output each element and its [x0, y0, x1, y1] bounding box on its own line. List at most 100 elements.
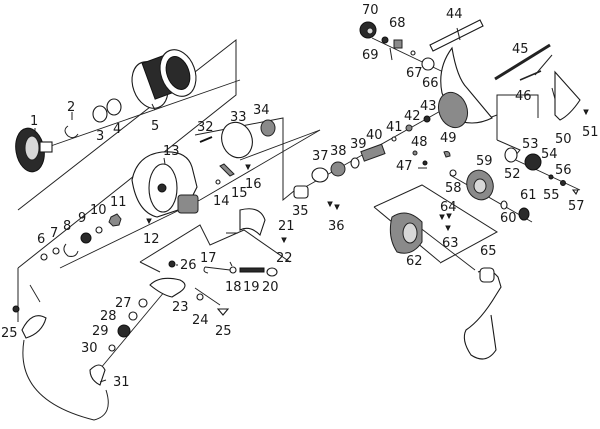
p32-graphic — [199, 136, 213, 143]
body-ring-graphic — [437, 91, 469, 129]
label-14: 14 — [213, 194, 230, 209]
label-56: 56 — [555, 163, 572, 178]
label-13: 13 — [163, 144, 180, 159]
p39-graphic — [350, 157, 360, 169]
label-30: 30 — [81, 341, 98, 356]
label-20: 20 — [262, 280, 279, 295]
label-16: 16 — [245, 177, 262, 192]
p20-graphic — [266, 267, 278, 277]
label-42: 42 — [404, 109, 421, 124]
p43-graphic — [423, 115, 431, 123]
p52-graphic — [504, 147, 518, 163]
p57-graphic — [571, 189, 579, 196]
label-39: 39 — [350, 137, 367, 152]
p66-graphic — [421, 57, 435, 71]
label-48: 48 — [411, 135, 428, 150]
label-69: 69 — [362, 48, 379, 63]
label-52: 52 — [504, 167, 521, 182]
p27-graphic — [138, 298, 148, 308]
p25b-graphic — [216, 308, 230, 316]
p63-graphic — [445, 225, 451, 232]
part-labels: 1 2 3 4 5 6 7 8 9 10 11 12 13 14 15 16 1… — [1, 3, 599, 390]
label-46: 46 — [515, 89, 532, 104]
label-40: 40 — [366, 128, 383, 143]
label-43: 43 — [420, 99, 437, 114]
p31-graphic — [89, 364, 106, 386]
label-58: 58 — [445, 181, 462, 196]
label-25-bail: 25 — [1, 326, 18, 341]
p26-graphic — [168, 260, 176, 268]
p5-graphic — [131, 49, 197, 109]
label-37: 37 — [312, 149, 329, 164]
label-53: 53 — [522, 137, 539, 152]
leader-lines — [34, 27, 556, 383]
p23-graphic — [149, 277, 186, 298]
p47-graphic — [422, 160, 428, 166]
label-44: 44 — [446, 7, 463, 22]
p34-graphic — [260, 119, 276, 137]
p37-graphic — [311, 167, 329, 183]
p14-graphic — [215, 179, 221, 185]
p15-graphic — [219, 163, 235, 177]
p58-graphic — [449, 169, 457, 177]
p21-graphic — [239, 208, 266, 237]
p50-graphic — [554, 70, 581, 121]
label-4: 4 — [113, 122, 121, 137]
label-12: 12 — [143, 232, 160, 247]
p25a-graphic — [21, 315, 47, 339]
p60-graphic — [500, 200, 508, 210]
label-9: 9 — [78, 211, 86, 226]
label-65: 65 — [480, 244, 497, 259]
p22-graphic — [281, 237, 287, 244]
label-6: 6 — [37, 232, 45, 247]
p48-graphic — [412, 150, 418, 156]
label-1: 1 — [30, 114, 38, 129]
p11-graphic — [108, 213, 122, 227]
p24-graphic — [196, 293, 204, 301]
p67-graphic — [410, 50, 416, 56]
label-66: 66 — [422, 76, 439, 91]
label-64: 64 — [440, 200, 457, 215]
label-24: 24 — [192, 313, 209, 328]
p35-graphic — [293, 185, 309, 199]
label-21: 21 — [278, 219, 295, 234]
label-2: 2 — [67, 100, 75, 115]
p25a-screw-graphic — [12, 305, 20, 313]
p40-graphic — [360, 143, 386, 162]
label-28: 28 — [100, 309, 117, 324]
label-10: 10 — [90, 203, 107, 218]
p1-graphic — [15, 127, 53, 173]
p68-graphic — [393, 39, 403, 49]
p19-graphic — [239, 267, 265, 273]
label-55: 55 — [543, 188, 560, 203]
p2-graphic — [64, 125, 79, 139]
label-34: 34 — [253, 103, 270, 118]
label-25-arm: 25 — [215, 324, 232, 339]
p41-graphic — [391, 136, 397, 142]
label-17: 17 — [200, 251, 217, 266]
p38-graphic — [330, 161, 346, 177]
label-63: 63 — [442, 236, 459, 251]
p17-graphic — [203, 266, 231, 274]
p36-graphic — [327, 201, 340, 211]
p33-graphic — [221, 121, 253, 159]
label-36: 36 — [328, 219, 345, 234]
p61-graphic — [518, 207, 530, 221]
p70-inner-graphic — [366, 27, 374, 35]
p3-graphic — [92, 105, 108, 123]
p9-graphic — [80, 232, 92, 244]
p4-graphic — [106, 98, 122, 116]
label-23: 23 — [172, 300, 189, 315]
p18-graphic — [229, 266, 237, 274]
p10-graphic — [95, 226, 103, 234]
p7-graphic — [52, 247, 60, 255]
label-61: 61 — [520, 188, 537, 203]
p53-graphic — [524, 153, 542, 171]
p29-graphic — [117, 324, 131, 338]
p42-graphic — [405, 124, 413, 132]
label-38: 38 — [330, 144, 347, 159]
p16-graphic — [245, 164, 251, 171]
p49-graphic — [443, 151, 451, 158]
label-33: 33 — [230, 110, 247, 125]
label-47: 47 — [396, 159, 413, 174]
